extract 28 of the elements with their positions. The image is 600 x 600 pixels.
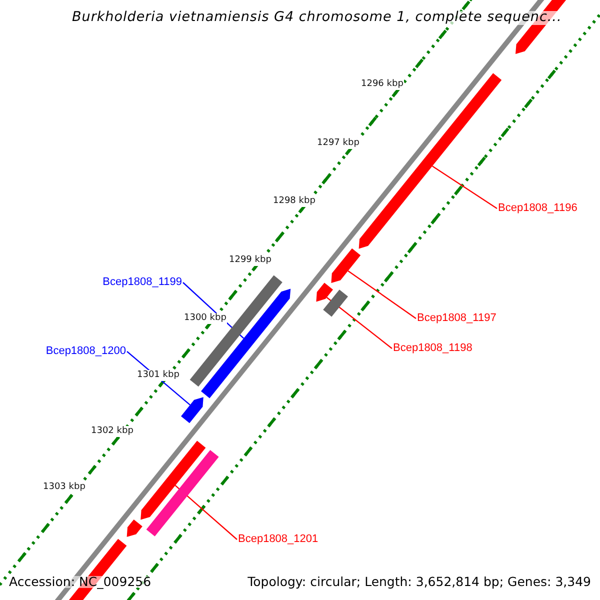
gene-label: Bcep1808_1197 xyxy=(417,313,496,324)
gene-segment xyxy=(140,440,206,520)
gene-segment xyxy=(316,282,333,302)
scale-label: 1297 kbp xyxy=(316,138,360,149)
leader-line xyxy=(326,296,392,349)
scale-label: 1303 kbp xyxy=(42,482,86,493)
gene-label: Bcep1808_1196 xyxy=(498,203,578,214)
gene-label: Bcep1808_1201 xyxy=(238,534,318,545)
gene-segment xyxy=(331,248,361,283)
gene-segment xyxy=(126,520,142,537)
leader-line xyxy=(432,166,498,209)
info-text: Accession: NC_009256 xyxy=(9,576,152,588)
scale-label: 1298 kbp xyxy=(272,196,316,207)
scale-label: 1301 kbp xyxy=(136,370,180,381)
gene-label: Bcep1808_1198 xyxy=(393,343,472,354)
map-title: Burkholderia vietnamiensis G4 chromosome 1, complete sequenc... xyxy=(72,11,562,24)
gene-label: Bcep1808_1199 xyxy=(102,277,182,288)
scale-label: 1299 kbp xyxy=(228,255,272,266)
scale-label: 1296 kbp xyxy=(360,79,404,90)
leader-line xyxy=(174,485,238,540)
gene-segment xyxy=(323,290,348,317)
scale-label: 1302 kbp xyxy=(90,426,134,437)
info-text: Topology: circular; Length: 3,652,814 bp; Genes: 3,349 xyxy=(248,576,591,588)
gene-segment xyxy=(146,450,219,536)
gene-segment xyxy=(181,397,204,424)
leader-line xyxy=(348,270,416,319)
gene-label: Bcep1808_1200 xyxy=(46,346,126,357)
scale-label: 1300 kbp xyxy=(183,313,228,324)
